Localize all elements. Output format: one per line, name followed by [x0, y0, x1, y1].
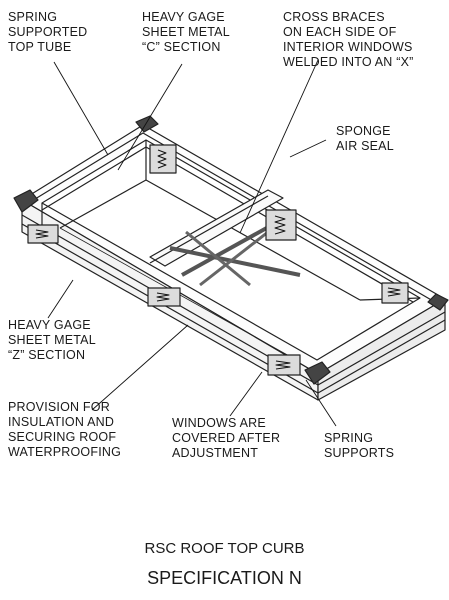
- corner-cap-back: [135, 115, 159, 133]
- spring-housing-back: [149, 144, 177, 174]
- spring-housing-center: [265, 209, 297, 241]
- corner-cap-front: [304, 361, 331, 385]
- label-z-section: HEAVY GAGE SHEET METAL “Z” SECTION: [8, 318, 96, 362]
- center-cross-tube: [149, 189, 284, 267]
- corner-cap-right: [427, 293, 449, 311]
- spring-housing-front: [267, 354, 301, 376]
- label-insulation: PROVISION FOR INSULATION AND SECURING RO…: [8, 400, 122, 459]
- spring-housing-mid: [147, 287, 181, 307]
- caption-specification: SPECIFICATION N: [147, 568, 302, 588]
- label-sponge-seal: SPONGE AIR SEAL: [336, 124, 394, 153]
- label-c-section: HEAVY GAGE SHEET METAL “C” SECTION: [142, 10, 230, 54]
- label-cross-braces: CROSS BRACES ON EACH SIDE OF INTERIOR WI…: [283, 10, 414, 69]
- caption-title: RSC ROOF TOP CURB: [144, 540, 305, 557]
- label-spring-top-tube: SPRING SUPPORTED TOP TUBE: [8, 10, 88, 54]
- corner-cap-left: [13, 189, 39, 213]
- label-windows: WINDOWS ARE COVERED AFTER ADJUSTMENT: [172, 416, 281, 460]
- x-brace-1: [169, 246, 301, 277]
- label-spring-supports: SPRING SUPPORTS: [324, 431, 395, 460]
- spring-housing-left: [27, 224, 59, 244]
